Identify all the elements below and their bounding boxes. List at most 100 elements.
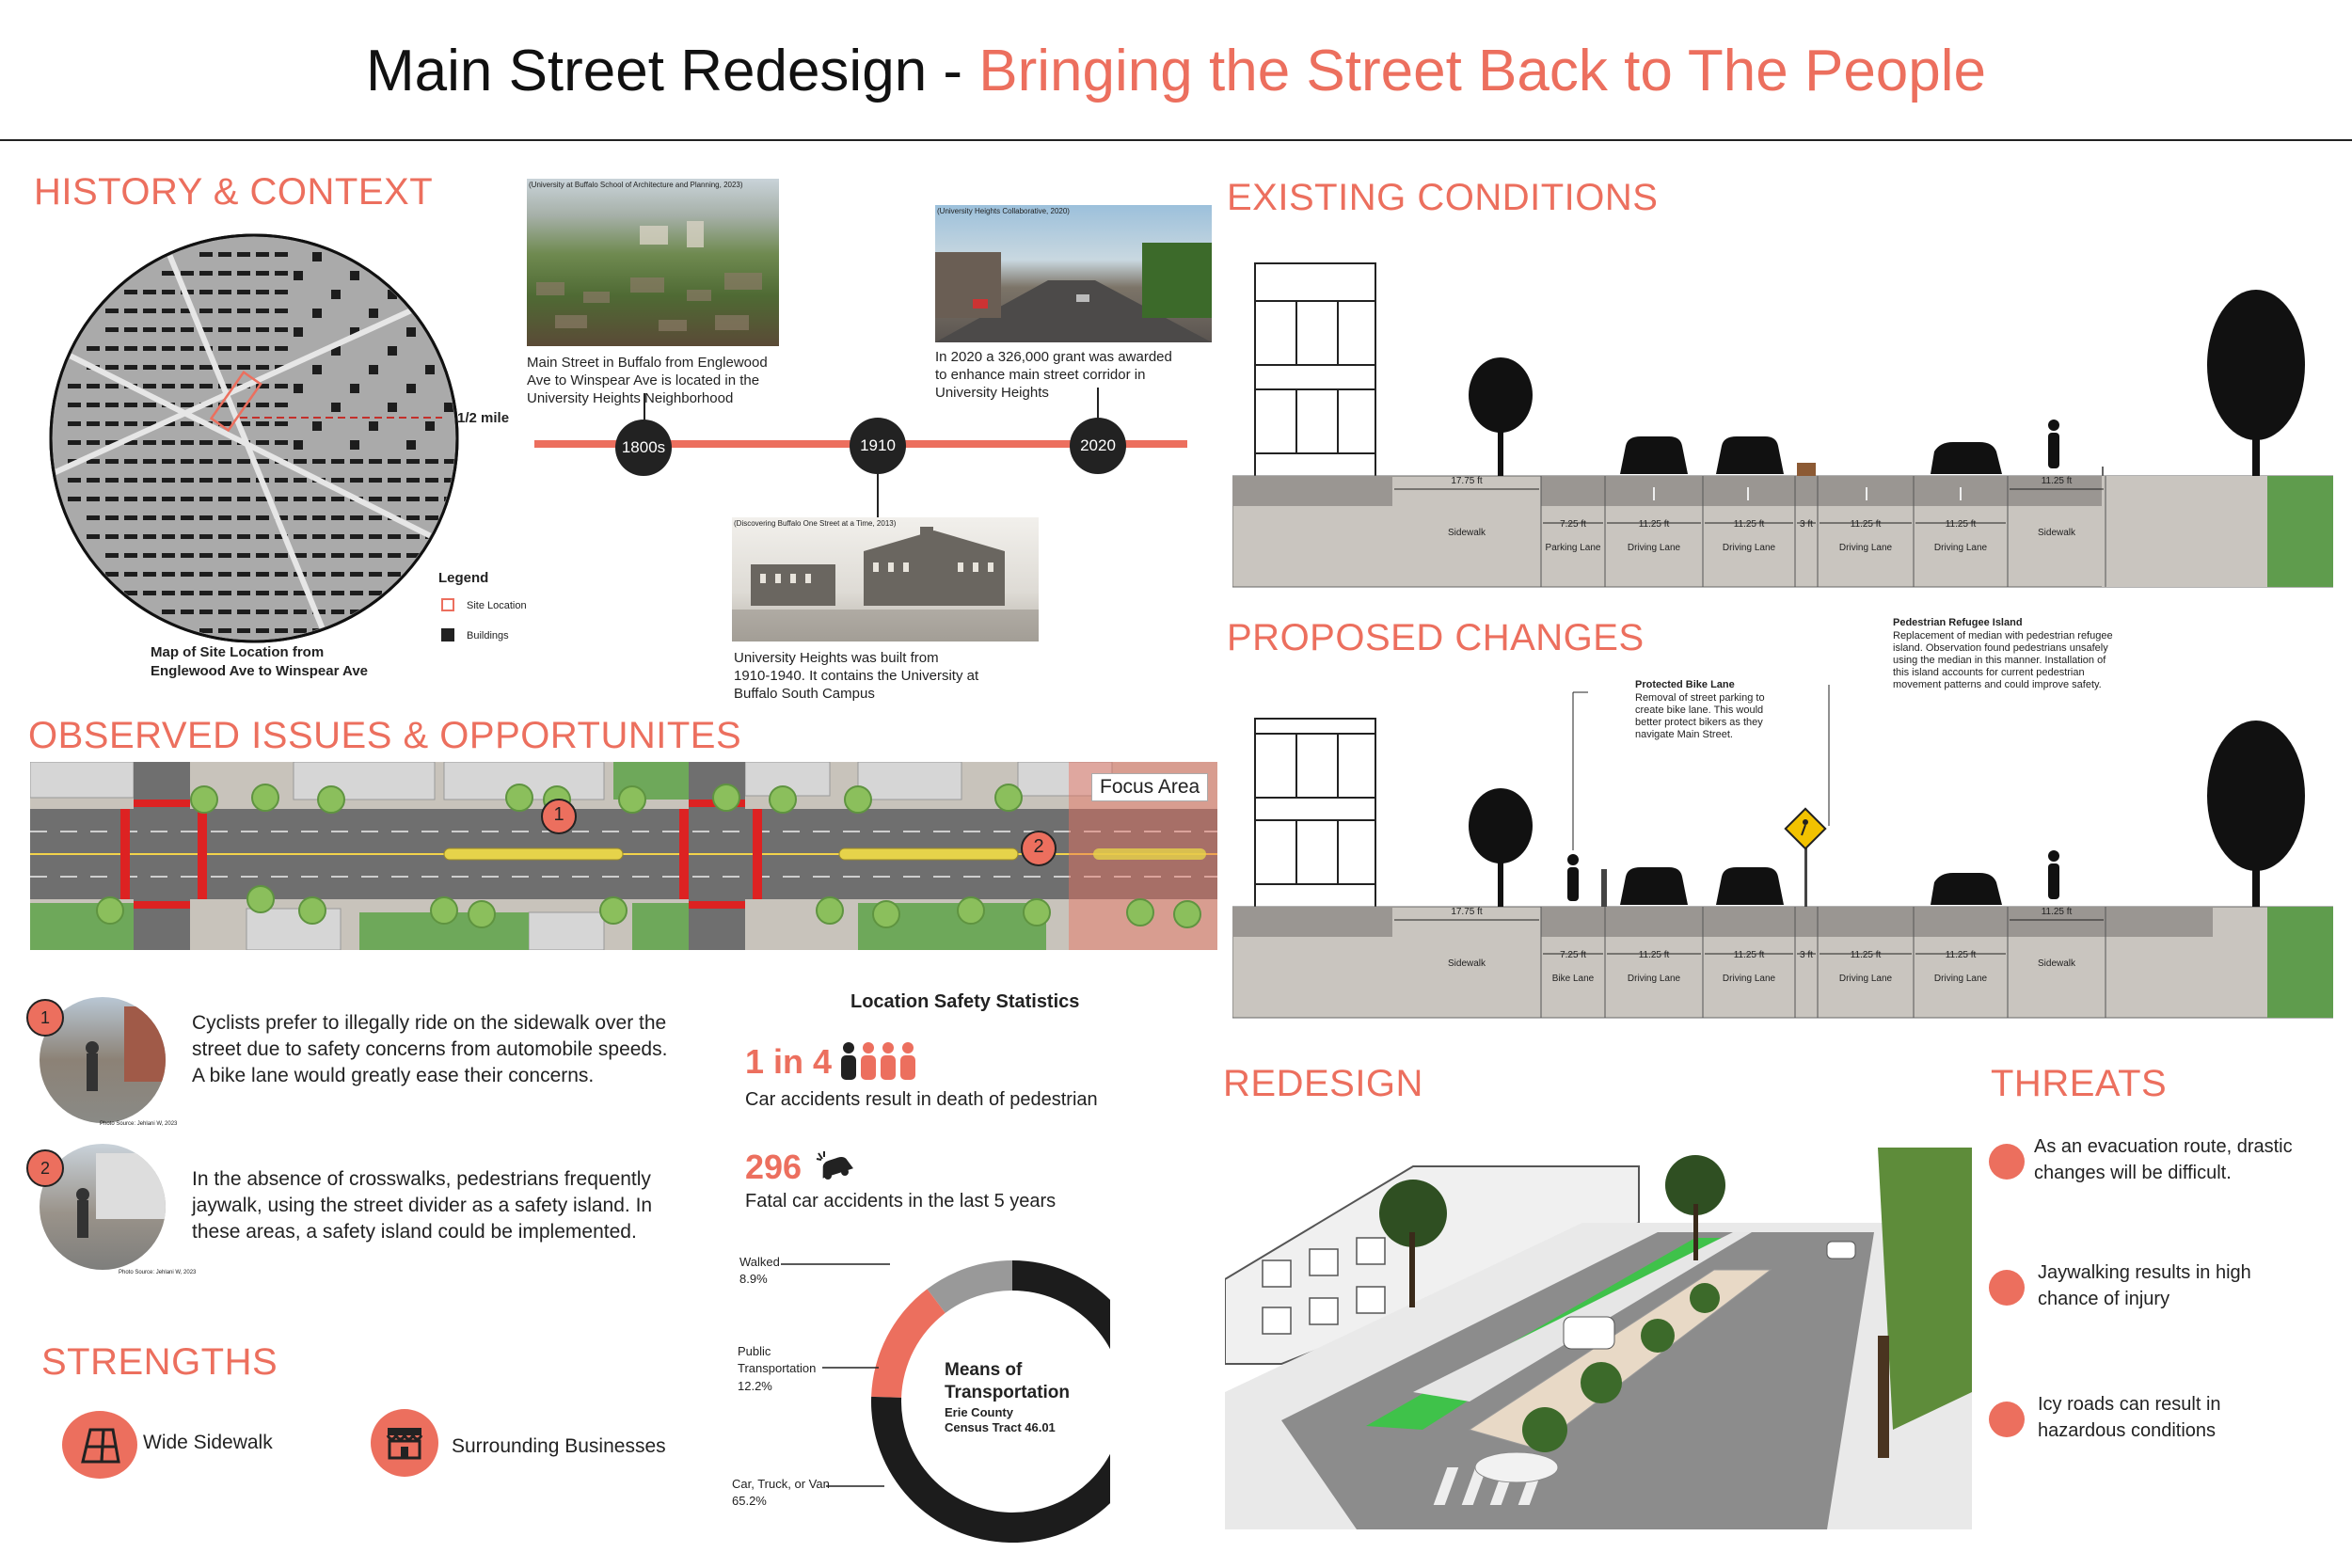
map-building xyxy=(124,478,137,483)
legend-title: Legend xyxy=(438,570,489,586)
map-building xyxy=(425,497,438,501)
map-building xyxy=(199,309,213,313)
map-building xyxy=(331,327,341,337)
issue1-marker-label: 1 xyxy=(40,1008,50,1027)
map-building xyxy=(181,346,194,351)
map-building xyxy=(105,553,119,558)
timeline-connector-2 xyxy=(877,463,879,517)
map-building xyxy=(218,572,231,577)
map-building xyxy=(218,290,231,294)
threat-1-line-2: changes will be difficult. xyxy=(2034,1163,2232,1183)
map-building xyxy=(218,610,231,614)
map-building xyxy=(237,628,250,633)
map-building xyxy=(237,252,250,257)
proposed-cars xyxy=(1620,867,2002,905)
map-building xyxy=(294,478,307,483)
map-building xyxy=(369,591,382,595)
map-building xyxy=(181,459,194,464)
map-building xyxy=(369,534,382,539)
map-building xyxy=(143,553,156,558)
map-building xyxy=(294,384,303,393)
map-building xyxy=(68,403,81,407)
map-building xyxy=(143,365,156,370)
map-building xyxy=(218,459,231,464)
map-building xyxy=(312,497,326,501)
plan-view-map xyxy=(30,762,1217,950)
campus-aerial-photo: (University at Buffalo School of Archite… xyxy=(527,179,779,346)
map-building xyxy=(294,271,303,280)
map-building xyxy=(199,553,213,558)
map-building xyxy=(218,591,231,595)
photo1-text-1: Main Street in Buffalo from Englewood xyxy=(527,355,768,371)
donut-slice xyxy=(871,1260,1110,1543)
existing-pedestrian-icon xyxy=(2048,420,2059,468)
map-building xyxy=(388,478,401,483)
map-building xyxy=(143,515,156,520)
map-building xyxy=(331,534,344,539)
map-building xyxy=(199,440,213,445)
map-building xyxy=(105,515,119,520)
map-building xyxy=(406,421,416,431)
map-building xyxy=(331,497,344,501)
donut-center-sub-2: Census Tract 46.01 xyxy=(945,1420,1056,1434)
proposed-pedestrian-icon xyxy=(2048,850,2059,899)
bike-lane-note-4: navigate Main Street. xyxy=(1635,729,1733,740)
map-building xyxy=(143,572,156,577)
stat1-text: Car accidents result in death of pedestr… xyxy=(745,1089,1098,1110)
map-building xyxy=(388,421,397,431)
map-building xyxy=(275,327,288,332)
map-building xyxy=(68,440,81,445)
storefront-icon xyxy=(371,1409,438,1477)
map-building xyxy=(143,403,156,407)
timeline-label-1910: 1910 xyxy=(860,436,896,454)
issue1-text-3: A bike lane would greatly ease their con… xyxy=(192,1065,595,1086)
map-building xyxy=(388,309,397,318)
photo3-text-3: University Heights xyxy=(935,385,1049,401)
lane-label: Sidewalk xyxy=(2037,528,2076,538)
map-building xyxy=(105,478,119,483)
dimension-label: 11.25 ft xyxy=(2041,476,2073,486)
map-building xyxy=(68,421,81,426)
map-building xyxy=(406,497,420,501)
map-building xyxy=(369,440,378,450)
map-building xyxy=(256,365,269,370)
map-building xyxy=(237,271,250,276)
map-building xyxy=(275,346,288,351)
map-building xyxy=(388,346,397,356)
map-building xyxy=(199,252,213,257)
issue2-marker: 2 xyxy=(26,1149,64,1187)
map-building xyxy=(294,610,307,614)
map-building xyxy=(237,290,250,294)
map-building xyxy=(350,403,359,412)
bike-lane-note-title: Protected Bike Lane xyxy=(1635,679,1735,690)
map-building xyxy=(312,403,322,412)
map-building xyxy=(143,290,156,294)
map-building xyxy=(237,534,250,539)
map-building xyxy=(124,534,137,539)
existing-cars xyxy=(1620,436,2002,474)
lane-label: Driving Lane xyxy=(1838,974,1893,984)
map-building xyxy=(237,346,250,351)
map-building xyxy=(369,290,378,299)
map-building xyxy=(312,290,322,299)
map-building xyxy=(444,440,453,450)
proposed-lane-dividers xyxy=(1540,907,2106,1018)
stat1-value: 1 in 4 xyxy=(745,1042,833,1081)
map-building xyxy=(275,252,288,257)
map-building xyxy=(256,610,269,614)
map-building xyxy=(331,290,341,299)
map-building xyxy=(105,572,119,577)
map-building xyxy=(350,309,359,318)
lane-label: Driving Lane xyxy=(1838,543,1893,553)
proposed-section-diagram xyxy=(1232,685,2333,1019)
issue2-text-2: jaywalk, using the street divider as a s… xyxy=(192,1195,653,1216)
map-building xyxy=(369,309,378,318)
map-building xyxy=(369,572,382,577)
aerial-texture xyxy=(536,221,762,331)
photo2-text-2: 1910-1940. It contains the University at xyxy=(734,668,979,684)
map-building xyxy=(162,534,175,539)
map-building xyxy=(369,365,378,374)
map-building xyxy=(199,534,213,539)
map-building xyxy=(162,610,175,614)
map-building xyxy=(331,572,344,577)
